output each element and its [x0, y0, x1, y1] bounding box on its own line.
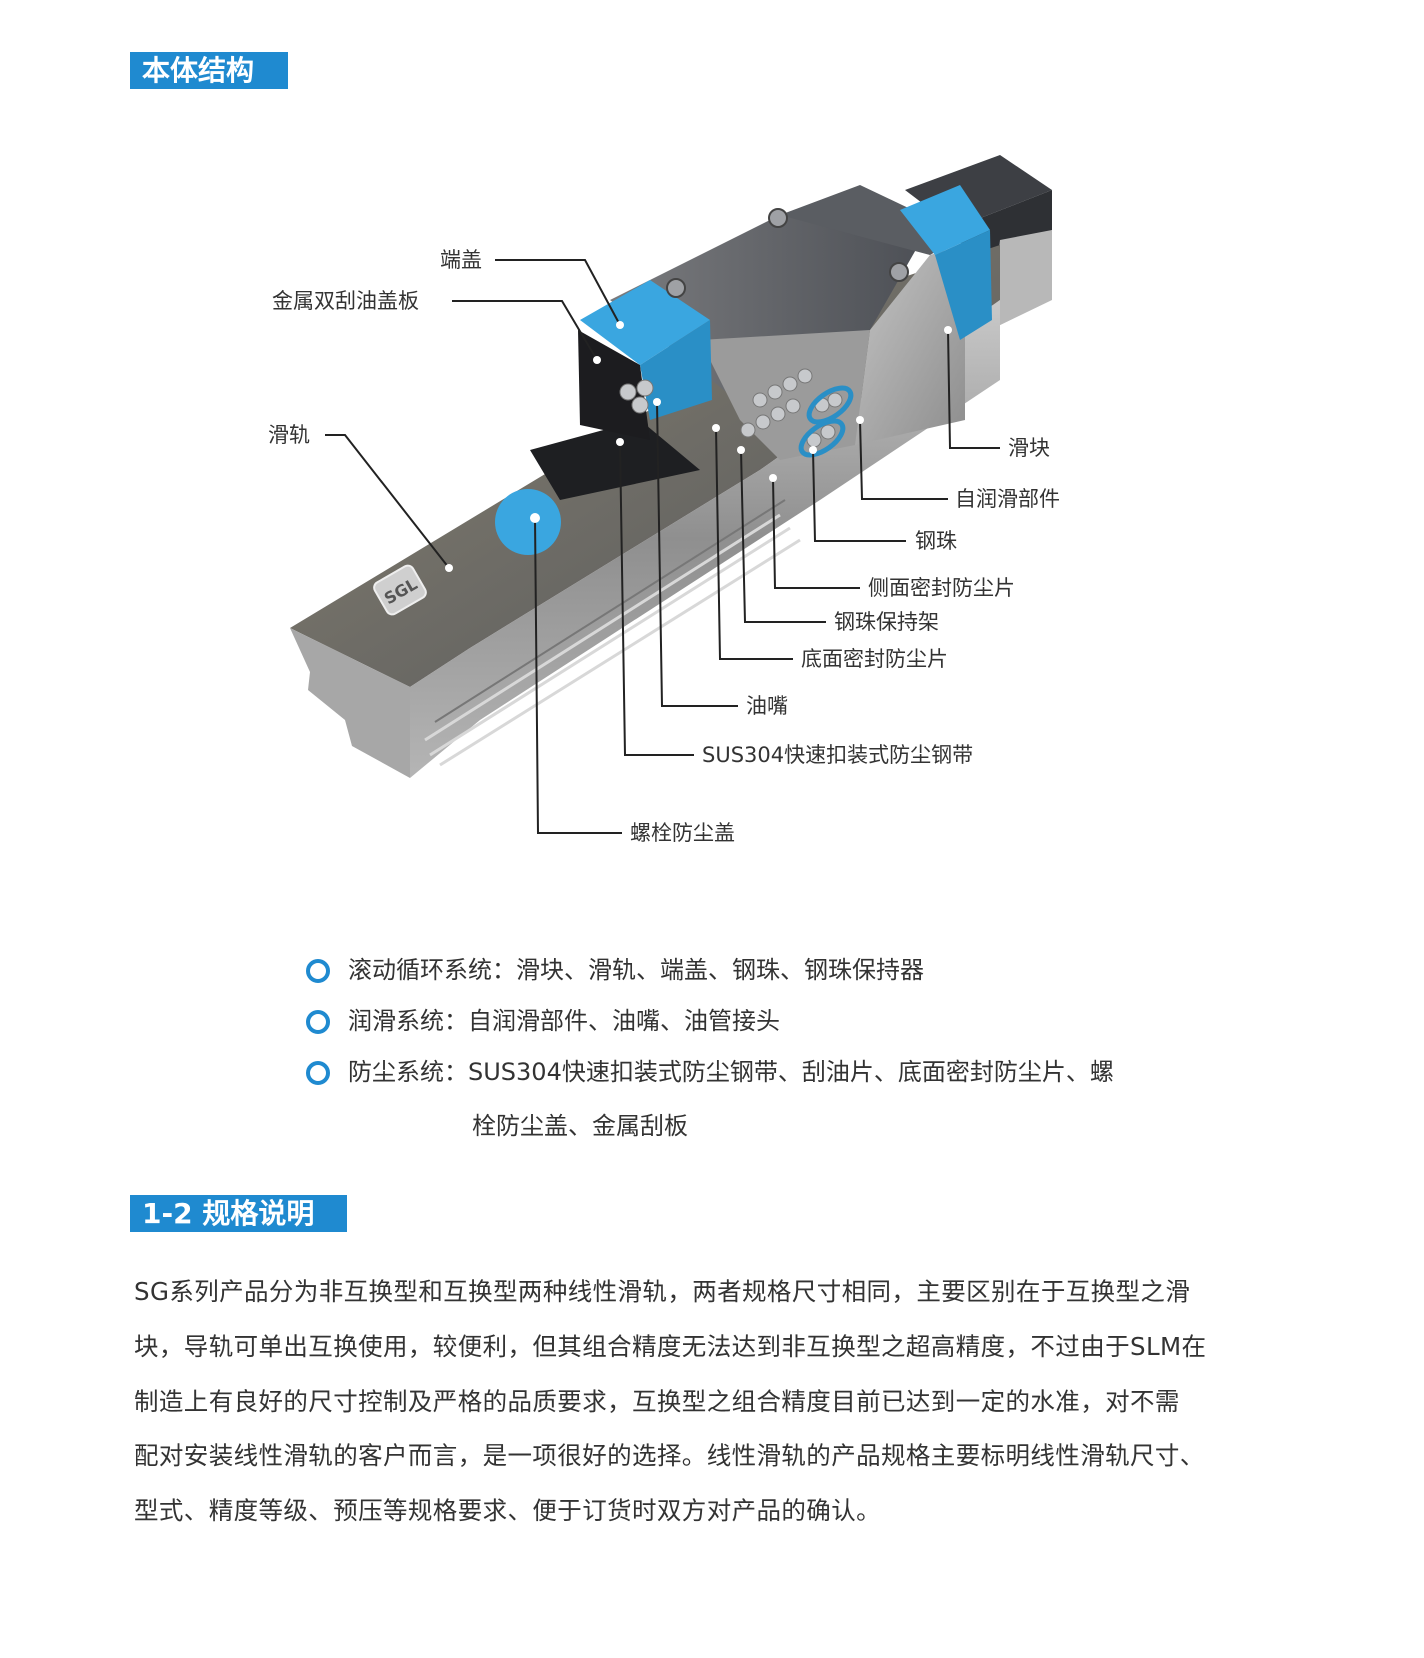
slider-block [578, 185, 992, 460]
paragraph-line: 配对安装线性滑轨的客户而言，是一项很好的选择。线性滑轨的产品规格主要标明线性滑轨… [134, 1441, 1205, 1471]
list-item-continuation: 栓防尘盖、金属刮板 [472, 1112, 688, 1140]
circle-bullet-icon [306, 1061, 330, 1085]
paragraph-line: SG系列产品分为非互换型和互换型两种线性滑轨，两者规格尺寸相同，主要区别在于互换… [134, 1277, 1191, 1306]
specification-paragraph: SG系列产品分为非互换型和互换型两种线性滑轨，两者规格尺寸相同，主要区别在于互换… [134, 1265, 1314, 1539]
label-ball-retainer: 钢珠保持架 [834, 610, 939, 634]
label-dust-strip: SUS304快速扣装式防尘钢带 [702, 743, 974, 767]
label-metal-wiper-plate: 金属双刮油盖板 [272, 289, 419, 313]
section-title-specification: 1-2 规格说明 [130, 1195, 347, 1232]
bolt-dust-cap [495, 489, 561, 555]
label-bottom-seal: 底面密封防尘片 [801, 647, 948, 671]
label-self-lubricating-part: 自润滑部件 [955, 487, 1060, 511]
callout-dots [445, 321, 952, 572]
label-grease-nipple: 油嘴 [746, 694, 788, 718]
label-bolt-cap: 螺栓防尘盖 [630, 821, 735, 845]
label-side-seal: 侧面密封防尘片 [868, 576, 1015, 600]
circle-bullet-icon [306, 959, 330, 983]
list-item: 润滑系统：自润滑部件、油嘴、油管接头 [300, 1004, 1200, 1055]
label-block: 滑块 [1008, 436, 1050, 460]
section-title-structure: 本体结构 [130, 52, 288, 89]
label-end-cap: 端盖 [440, 248, 482, 272]
label-steel-ball: 钢珠 [915, 529, 957, 553]
paragraph-line: 制造上有良好的尺寸控制及严格的品质要求，互换型之组合精度目前已达到一定的水准，对… [134, 1386, 1180, 1416]
system-list: 滚动循环系统：滑块、滑轨、端盖、钢珠、钢珠保持器 润滑系统：自润滑部件、油嘴、油… [300, 953, 1200, 1106]
sgl-logo-rail: SGL [373, 564, 427, 616]
linear-guide-diagram: SGL [290, 155, 1052, 834]
list-item: 滚动循环系统：滑块、滑轨、端盖、钢珠、钢珠保持器 [300, 953, 1200, 1004]
paragraph-line: 块，导轨可单出互换使用，较便利，但其组合精度无法达到非互换型之超高精度，不过由于… [134, 1331, 1207, 1361]
callout-lines [325, 259, 1000, 834]
label-rail: 滑轨 [268, 423, 310, 447]
list-item: 防尘系统：SUS304快速扣装式防尘钢带、刮油片、底面密封防尘片、螺 [300, 1055, 1200, 1106]
circle-bullet-icon [306, 1010, 330, 1034]
paragraph-line: 型式、精度等级、预压等规格要求、便于订货时双方对产品的确认。 [134, 1496, 881, 1526]
